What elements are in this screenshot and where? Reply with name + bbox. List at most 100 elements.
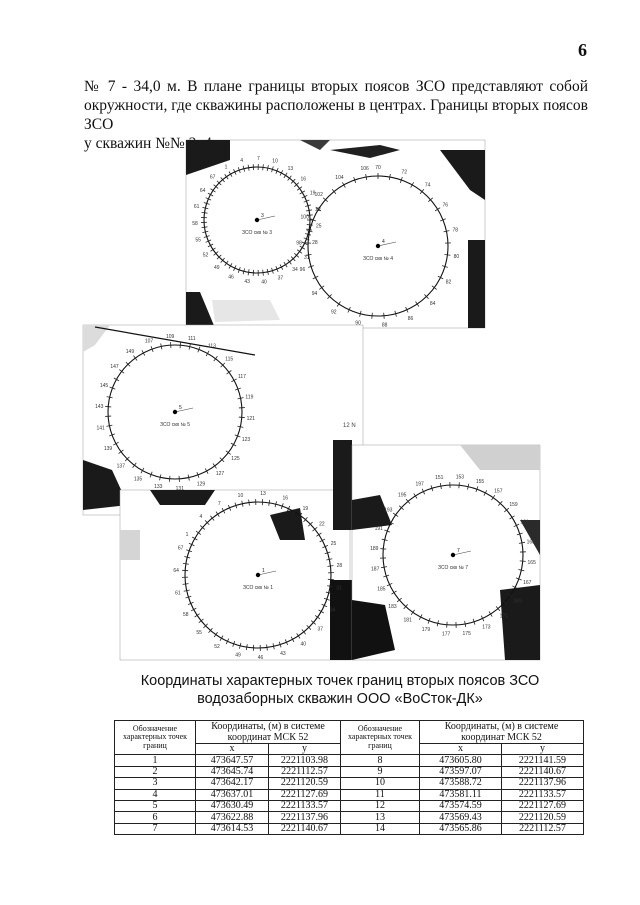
boundary-point-tick <box>186 549 193 553</box>
boundary-point-tick <box>388 520 394 525</box>
boundary-point-tick <box>201 211 208 214</box>
boundary-point-tick <box>306 224 313 226</box>
boundary-point-tick <box>124 456 130 462</box>
boundary-point-tick <box>133 355 138 361</box>
well-number: 4 <box>382 239 385 245</box>
boundary-point-tick <box>321 603 328 608</box>
boundary-point-tick <box>205 350 210 357</box>
boundary-point-tick <box>312 527 318 532</box>
boundary-point-tick <box>296 633 301 639</box>
boundary-point-tick <box>475 486 479 493</box>
boundary-point-label: 175 <box>463 631 472 637</box>
boundary-point-tick <box>310 620 316 625</box>
boundary-point-label: 137 <box>117 463 126 469</box>
boundary-point-tick <box>299 190 306 195</box>
boundary-point-tick <box>464 620 467 627</box>
boundary-point-label: 111 <box>188 336 196 342</box>
boundary-point-tick <box>213 631 218 638</box>
boundary-point-label: 40 <box>261 280 267 286</box>
boundary-point-label: 37 <box>278 275 284 281</box>
boundary-point-label: 25 <box>316 224 322 230</box>
boundary-point-tick <box>212 463 217 469</box>
boundary-point-tick <box>430 485 434 492</box>
boundary-point-tick <box>106 424 113 427</box>
coords-header-right: Координаты, (м) в системе координат МСК … <box>419 720 584 744</box>
boundary-point-label: 40 <box>301 641 307 647</box>
boundary-point-label: 106 <box>360 166 369 172</box>
boundary-point-label: 94 <box>312 291 318 297</box>
scan-note: 12 N <box>343 423 356 429</box>
boundary-point-tick <box>247 269 250 276</box>
x-value: 473565.86 <box>419 822 502 836</box>
boundary-point-tick <box>388 173 391 181</box>
boundary-point-tick <box>237 266 241 273</box>
boundary-point-label: 31 <box>304 255 310 261</box>
boundary-point-tick <box>205 197 212 201</box>
boundary-point-tick <box>436 620 439 627</box>
boundary-point-label: 109 <box>166 334 175 340</box>
boundary-point-tick <box>427 617 431 624</box>
boundary-point-tick <box>228 504 232 511</box>
boundary-point-tick <box>225 450 231 455</box>
boundary-point-tick <box>248 499 250 506</box>
boundary-point-tick <box>237 425 244 428</box>
y-header-right: у <box>501 742 584 756</box>
boundary-point-tick <box>405 498 411 504</box>
table-row: 7 473614.53 2221140.67 14 473565.86 2221… <box>114 822 584 836</box>
boundary-point-label: 67 <box>210 175 216 181</box>
boundary-point-label: 19 <box>303 506 309 512</box>
well-marker <box>375 243 381 249</box>
boundary-point-tick <box>160 343 163 350</box>
boundary-point-label: 55 <box>196 630 202 636</box>
boundary-point-label: 78 <box>452 227 458 233</box>
well-number: 3 <box>261 213 264 219</box>
boundary-point-tick <box>444 254 451 256</box>
point-id: 9 <box>340 765 420 779</box>
radius-line <box>174 407 194 413</box>
boundary-point-label: 13 <box>260 491 266 497</box>
boundary-point-tick <box>204 468 209 474</box>
boundary-point-tick <box>319 285 325 290</box>
boundary-point-label: 46 <box>258 655 264 661</box>
boundary-point-tick <box>203 235 210 238</box>
boundary-point-tick <box>221 507 226 514</box>
boundary-point-tick <box>434 207 441 212</box>
boundary-point-tick <box>232 640 236 647</box>
boundary-point-tick <box>443 230 450 233</box>
boundary-point-tick <box>188 343 191 350</box>
boundary-point-tick <box>480 615 485 622</box>
caption-line-1: Координаты характерных точек границ втор… <box>140 673 540 689</box>
boundary-point-tick <box>233 168 237 175</box>
point-id: 6 <box>114 811 196 824</box>
boundary-point-tick <box>231 378 237 383</box>
boundary-point-label: 149 <box>126 349 135 355</box>
boundary-point-label: 10 <box>238 493 244 499</box>
boundary-point-label: 72 <box>402 170 408 176</box>
boundary-point-tick <box>327 585 334 588</box>
boundary-point-label: 76 <box>442 203 448 209</box>
boundary-point-tick <box>109 433 115 437</box>
boundary-point-tick <box>266 268 269 275</box>
boundary-point-label: 4 <box>240 158 243 164</box>
boundary-point-label: 173 <box>482 625 491 631</box>
boundary-point-tick <box>305 254 312 256</box>
boundary-point-label: 157 <box>494 488 503 494</box>
boundary-point-tick <box>312 275 319 280</box>
boundary-point-tick <box>150 346 154 352</box>
boundary-point-tick <box>371 312 373 319</box>
boundary-point-tick <box>141 350 146 356</box>
boundary-point-tick <box>216 180 222 186</box>
boundary-point-label: 19 <box>310 191 316 197</box>
boundary-point-tick <box>306 209 313 212</box>
boundary-point-tick <box>213 356 218 362</box>
boundary-point-tick <box>220 362 226 368</box>
well-circle-c2: 7072747678808284868890929496981001021041… <box>296 165 459 329</box>
boundary-point-tick <box>183 589 190 592</box>
radius-line <box>257 570 277 576</box>
boundary-point-tick <box>187 474 190 481</box>
boundary-point-tick <box>342 182 346 188</box>
boundary-point-tick <box>410 609 415 616</box>
y-value: 2221112.57 <box>501 822 584 836</box>
well-marker <box>172 409 178 415</box>
boundary-point-tick <box>294 182 300 188</box>
